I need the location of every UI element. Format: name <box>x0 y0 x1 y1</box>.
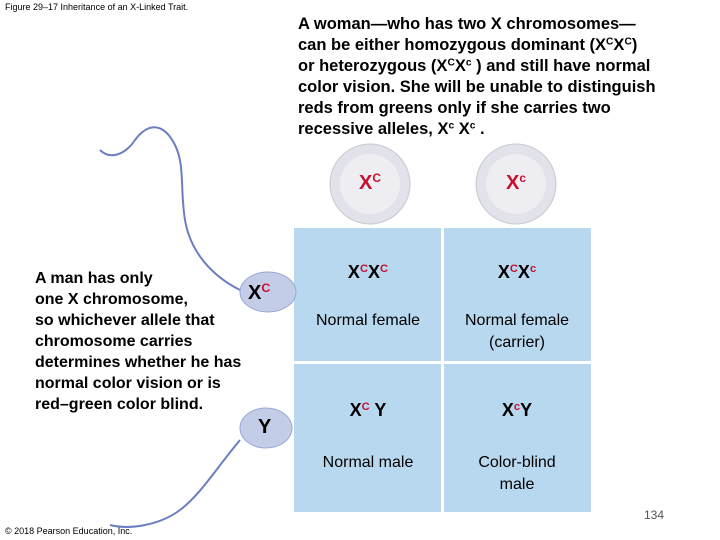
man-line-5: determines whether he has <box>35 352 275 373</box>
man-line-2: one X chromosome, <box>35 289 275 310</box>
phenotype-cell-2: Normal female (carrier) <box>442 310 592 354</box>
man-line-6: normal color vision or is <box>35 373 275 394</box>
sperm-y-tail <box>110 440 240 527</box>
phenotype-cell-2-line-2: (carrier) <box>442 332 592 354</box>
man-line-3: so whichever allele that <box>35 310 275 331</box>
genotype-cell-3: XC Y <box>293 400 443 421</box>
egg-label-dominant: XC <box>340 172 400 195</box>
man-line-7: red–green color blind. <box>35 394 275 415</box>
phenotype-cell-4: Color-blind male <box>442 452 592 496</box>
egg-label-recessive: Xc <box>486 172 546 195</box>
phenotype-cell-2-line-1: Normal female <box>442 310 592 332</box>
genotype-cell-4: XcY <box>442 400 592 421</box>
phenotype-cell-4-line-2: male <box>442 474 592 496</box>
man-line-1: A man has only <box>35 268 275 289</box>
phenotype-cell-4-line-1: Color-blind <box>442 452 592 474</box>
sperm-y-label: Y <box>258 416 271 439</box>
phenotype-cell-1: Normal female <box>293 310 443 332</box>
genotype-cell-2: XCXc <box>442 262 592 283</box>
man-line-4: chromosome carries <box>35 331 275 352</box>
man-description: A man has only one X chromosome, so whic… <box>35 268 275 415</box>
copyright-notice: © 2018 Pearson Education, Inc. <box>5 526 132 536</box>
phenotype-cell-3: Normal male <box>293 452 443 474</box>
genotype-cell-1: XCXC <box>293 262 443 283</box>
page-number: 134 <box>644 508 664 522</box>
sperm-x-tail <box>100 127 240 290</box>
